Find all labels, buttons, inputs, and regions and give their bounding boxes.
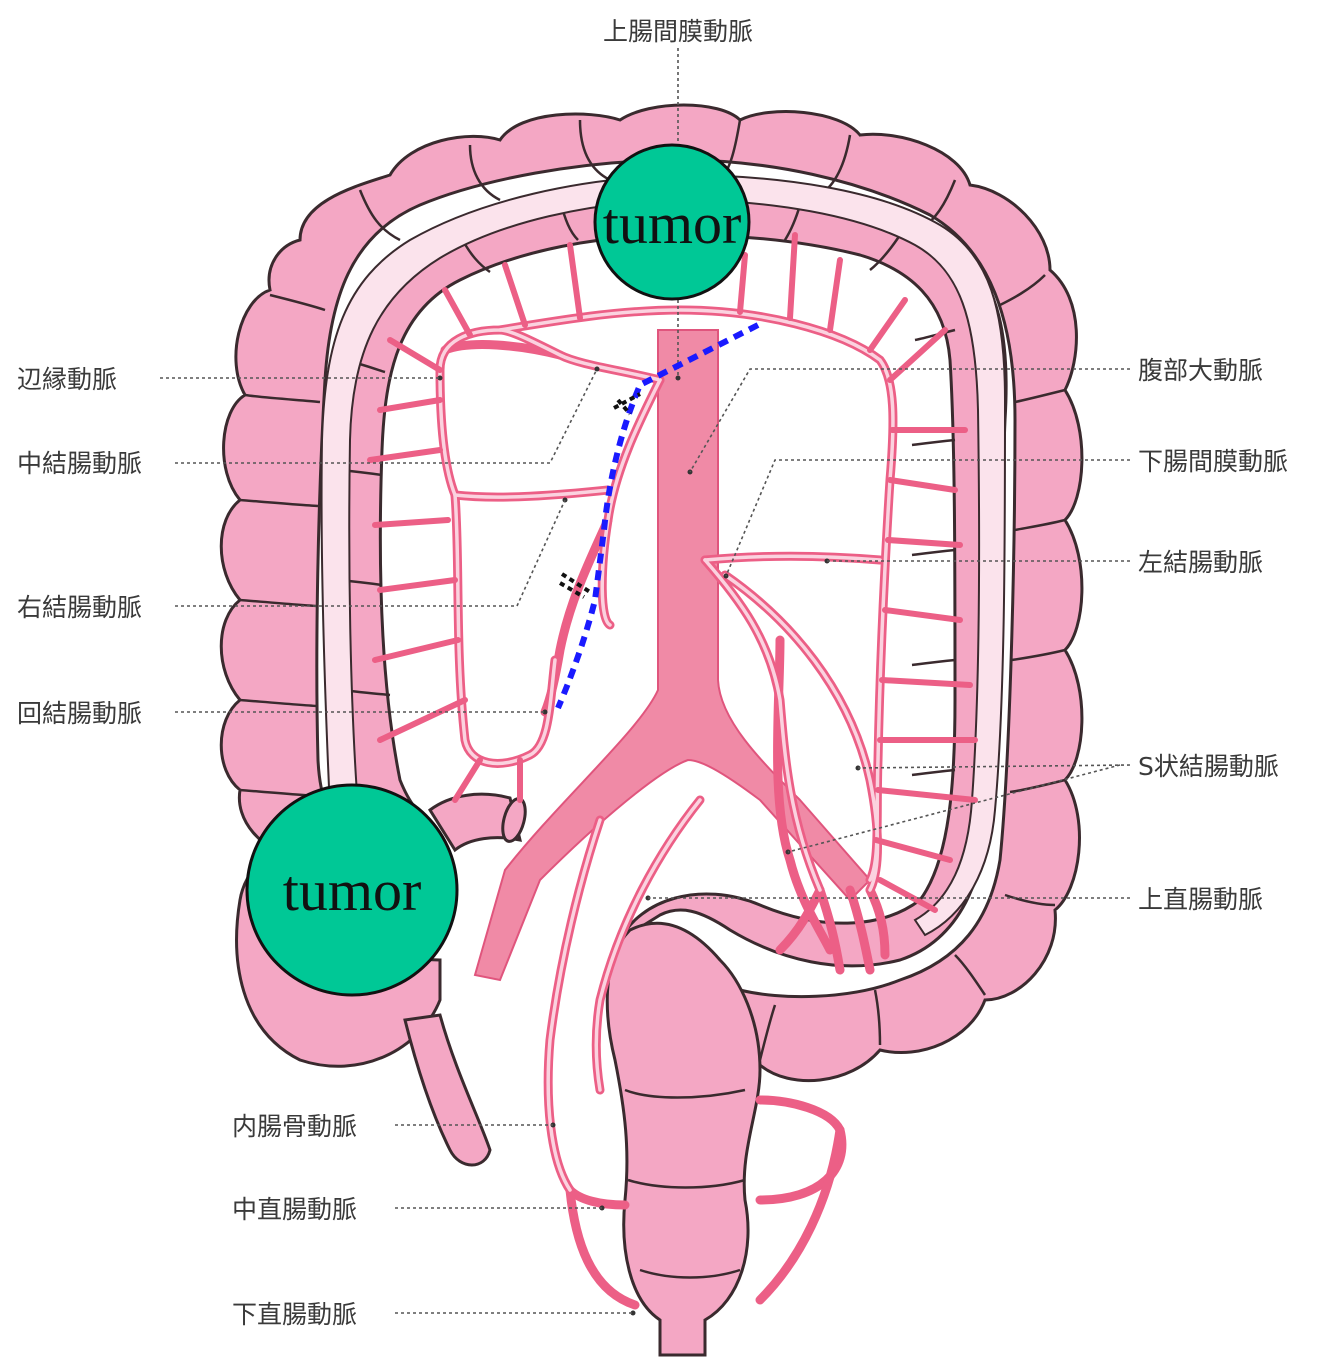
label-sigmoid-artery: S状結腸動脈 — [1138, 752, 1279, 781]
label-abdominal-aorta: 腹部大動脈 — [1138, 356, 1263, 385]
label-ileocolic-artery: 回結腸動脈 — [17, 699, 142, 728]
label-right-colic-artery: 右結腸動脈 — [17, 593, 142, 622]
label-superior-rectal-artery: 上直腸動脈 — [1138, 885, 1263, 914]
label-left-colic-artery: 左結腸動脈 — [1138, 548, 1263, 577]
label-middle-rectal-artery: 中直腸動脈 — [232, 1195, 357, 1224]
label-inferior-mesenteric-artery: 下腸間膜動脈 — [1138, 447, 1288, 476]
label-inferior-rectal-artery: 下直腸動脈 — [232, 1300, 357, 1329]
label-middle-colic-artery: 中結腸動脈 — [17, 449, 142, 478]
label-superior-mesenteric-artery: 上腸間膜動脈 — [603, 17, 753, 46]
label-marginal-artery: 辺縁動脈 — [17, 365, 117, 394]
tumor-transverse: tumor — [595, 145, 749, 299]
label-internal-iliac-artery: 内腸骨動脈 — [232, 1112, 357, 1141]
tumor-cecum: tumor — [247, 785, 457, 995]
tumor-label: tumor — [603, 191, 742, 256]
tumor-label: tumor — [283, 858, 422, 923]
